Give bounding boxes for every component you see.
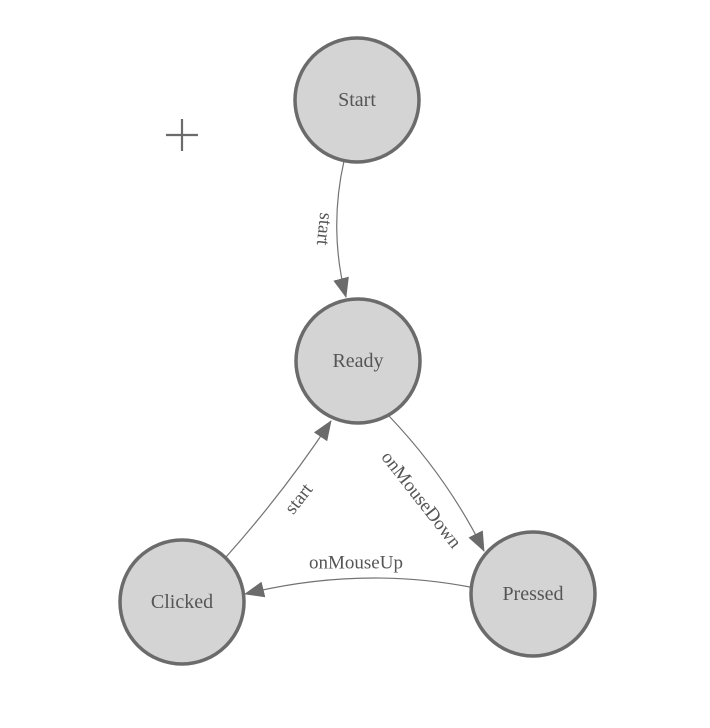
nodes-layer: Start Ready Clicked Pressed [118,36,597,666]
node-ready-label: Ready [332,350,383,372]
node-ready[interactable]: Ready [294,297,422,425]
node-start-circle [293,36,421,164]
edge-pressed-to-clicked: onMouseUp [244,553,471,598]
edge-ready-to-pressed: onMouseDown [377,415,485,553]
crosshair-marker-icon [166,119,198,151]
edge-clicked-to-ready: start [225,420,332,558]
node-start-label: Start [338,89,376,111]
edge-pressed-to-clicked-path[interactable] [244,577,471,598]
edge-pressed-to-clicked-label: onMouseUp [309,553,403,574]
node-pressed-circle [469,530,597,658]
node-start[interactable]: Start [293,36,421,164]
node-clicked-label: Clicked [151,591,213,613]
edge-start-to-ready-label: start [312,212,336,247]
node-pressed-label: Pressed [502,583,563,605]
node-pressed[interactable]: Pressed [469,530,597,658]
edge-ready-to-pressed-path[interactable] [388,415,485,552]
edge-ready-to-pressed-label: onMouseDown [377,447,466,553]
edge-clicked-to-ready-path[interactable] [225,420,332,558]
node-clicked-circle [118,538,246,666]
node-ready-circle [294,297,422,425]
edge-start-to-ready-path[interactable] [333,160,349,298]
node-clicked[interactable]: Clicked [118,538,246,666]
edge-start-to-ready: start [312,160,349,298]
